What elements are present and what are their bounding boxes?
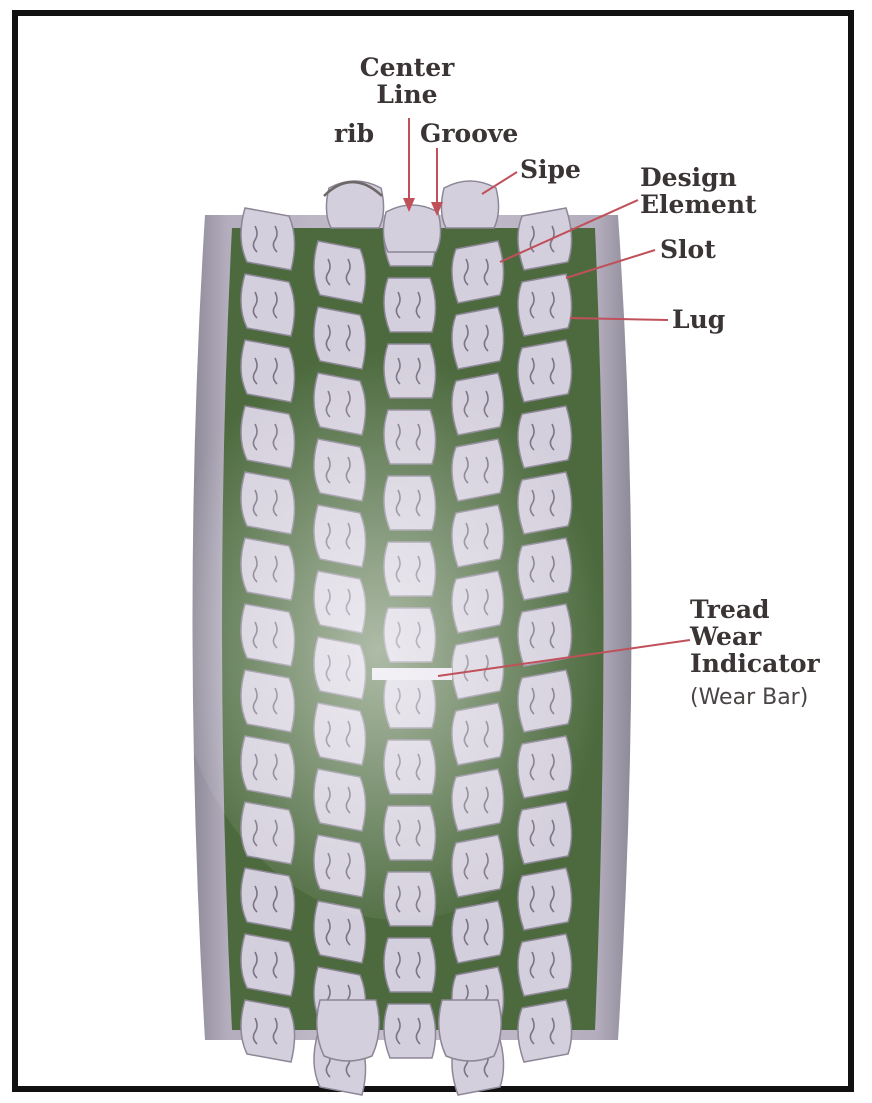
label-tread-2: Wear [690,623,820,650]
label-design-element-2: Element [640,191,757,218]
label-design-element: Design Element [640,164,757,218]
tread-block [384,938,436,992]
sipe-leader [482,172,517,194]
tread-block [241,208,295,270]
tread-block-bottom [439,1000,501,1061]
label-tread-wear-indicator: Tread Wear Indicator [690,596,820,677]
label-lug: Lug [672,306,725,333]
label-rib: rib [334,120,374,147]
tread-block-bottom [317,1000,379,1061]
label-design-element-1: Design [640,164,757,191]
tread-block [518,208,572,270]
tread-block [314,241,366,303]
label-groove: Groove [420,120,518,147]
tread-block [452,901,504,963]
label-center-line-2: Line [352,81,462,108]
label-center-line-1: Center [352,54,462,81]
tread-block [241,274,295,336]
tread-block [384,1004,436,1058]
label-slot: Slot [660,236,716,263]
tread-block [518,1000,572,1062]
tread-highlight [170,320,630,920]
label-center-line: Center Line [352,54,462,108]
tread-block [241,1000,295,1062]
tread-block [518,934,572,996]
tread-block [241,934,295,996]
label-tread-1: Tread [690,596,820,623]
tread-block [518,868,572,930]
label-wear-bar: (Wear Bar) [690,684,808,711]
tread-block [518,274,572,336]
label-sipe: Sipe [520,156,581,183]
tread-block-top [383,205,440,252]
label-tread-3: Indicator [690,650,820,677]
tread-block [452,241,504,303]
